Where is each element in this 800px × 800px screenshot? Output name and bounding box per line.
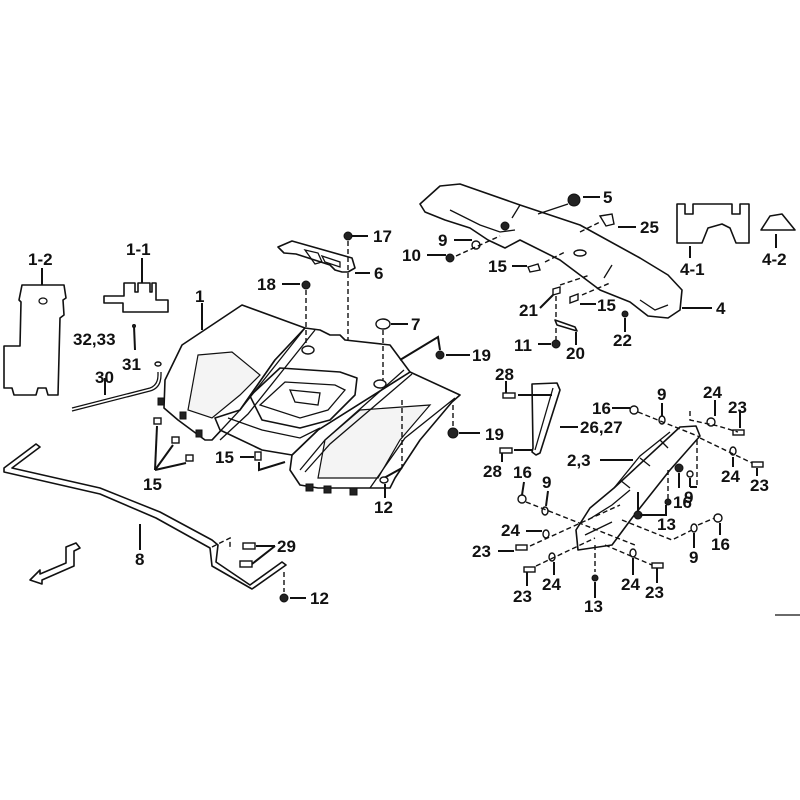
part-18-bolt (282, 280, 311, 345)
callout-15-cover-b: 15 (597, 296, 616, 315)
callout-9-left: 9 (542, 473, 551, 492)
part-26-27-grab-bar (499, 381, 578, 462)
callout-4-2: 4-2 (762, 250, 787, 269)
callout-24-upper: 24 (703, 383, 722, 402)
callout-13-bottom: 13 (584, 597, 603, 616)
callout-19-lower: 19 (485, 425, 504, 444)
callout-16-mid: 16 (673, 493, 692, 512)
callout-22: 22 (613, 331, 632, 350)
front-direction-arrow-icon (29, 542, 81, 585)
callout-30: 30 (95, 368, 114, 387)
callout-9-right: 9 (689, 548, 698, 567)
callout-19-upper: 19 (472, 346, 491, 365)
callout-29: 29 (277, 537, 296, 556)
callout-1-2: 1-2 (28, 250, 53, 269)
callout-23-left: 23 (472, 542, 491, 561)
callout-17: 17 (373, 227, 392, 246)
callout-2-3: 2,3 (567, 451, 591, 470)
part-2-3-side-guard (575, 425, 701, 551)
part-15-cover-clips (512, 251, 611, 305)
part-25-clip (579, 213, 636, 233)
part-6-bracket (277, 231, 370, 380)
part-4-rear-cover (419, 183, 712, 319)
callout-23-upper: 23 (728, 398, 747, 417)
callout-9-mid: 9 (684, 488, 693, 507)
callout-31: 31 (122, 355, 141, 374)
callout-24-bottom-right: 24 (621, 575, 640, 594)
callout-18: 18 (257, 275, 276, 294)
part-20-21-11-stay (538, 274, 591, 349)
callout-26-27: 26,27 (580, 418, 623, 437)
part-29-bolts (211, 536, 276, 568)
callout-10: 10 (402, 246, 421, 265)
part-19-bolts (399, 335, 480, 439)
callout-15-left: 15 (143, 475, 162, 494)
callout-32-33: 32,33 (73, 330, 116, 349)
part-12-screw (379, 400, 403, 498)
part-side-rail-hardware-upper (612, 400, 764, 488)
callout-16-left: 16 (513, 463, 532, 482)
part-1-1-bracket (103, 258, 169, 313)
callout-24-bottom-left: 24 (542, 575, 561, 594)
callout-13-upper: 13 (657, 515, 676, 534)
part-9-10-nut-washer (427, 235, 501, 263)
callout-15-cover-a: 15 (488, 257, 507, 276)
part-4-1-pad (676, 203, 750, 258)
part-15-clips (153, 417, 286, 472)
callout-16-right: 16 (711, 535, 730, 554)
part-side-rail-hardware-lower (498, 470, 723, 598)
callout-6: 6 (374, 264, 383, 283)
part-8-bar (3, 443, 287, 590)
part-1-2-side-panel (3, 268, 67, 396)
callout-11: 11 (514, 336, 532, 355)
callout-23-mid: 23 (750, 476, 769, 495)
callout-labels: 1-2 1-1 1 32,33 31 30 18 17 6 7 19 19 12… (28, 188, 787, 616)
callout-28-lower: 28 (483, 462, 502, 481)
callout-20: 20 (566, 344, 585, 363)
callout-23-bottom-right: 23 (645, 583, 664, 602)
callout-4: 4 (716, 299, 726, 318)
callout-12-fender: 12 (374, 498, 393, 517)
part-4-2-cap (760, 213, 796, 248)
callout-24-mid: 24 (721, 467, 740, 486)
callout-7: 7 (411, 315, 420, 334)
part-5-grommet (537, 193, 600, 215)
callout-8: 8 (135, 550, 144, 569)
callout-5: 5 (603, 188, 612, 207)
callout-9-top: 9 (438, 231, 447, 250)
callout-1: 1 (195, 287, 204, 306)
callout-9-upper: 9 (657, 385, 666, 404)
part-12-lower-screw (279, 572, 306, 603)
callout-21: 21 (519, 301, 538, 320)
part-22-nut (621, 310, 629, 332)
callout-12-bar: 12 (310, 589, 329, 608)
part-1-rear-fender (157, 303, 461, 496)
callout-4-1: 4-1 (680, 260, 705, 279)
callout-25: 25 (640, 218, 659, 237)
callout-28-upper: 28 (495, 365, 514, 384)
callout-15-center: 15 (215, 448, 234, 467)
part-30-31-32-33-rod-clip (71, 324, 162, 412)
part-7-cap (375, 318, 408, 380)
callout-23-bottom-left: 23 (513, 587, 532, 606)
callout-24-left: 24 (501, 521, 520, 540)
callout-1-1: 1-1 (126, 240, 151, 259)
callout-16-upper: 16 (592, 399, 611, 418)
